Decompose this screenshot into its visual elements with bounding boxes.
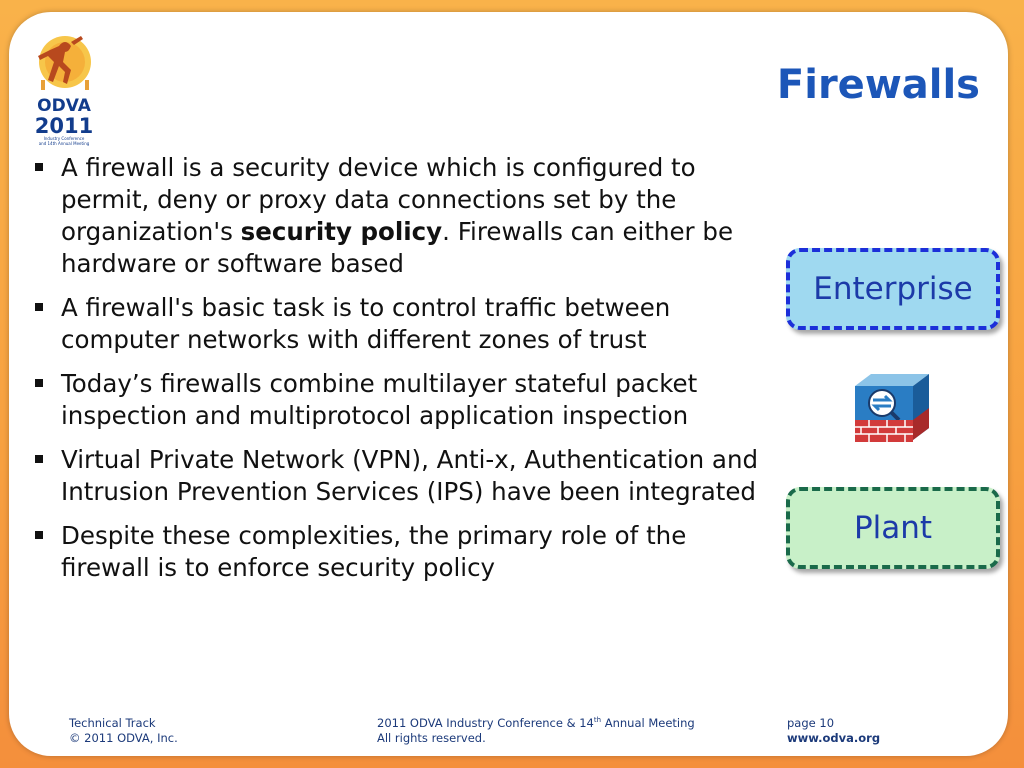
- footer-rights: All rights reserved.: [377, 731, 486, 745]
- logo-subtitle: Industry Conference and 14th Annual Meet…: [29, 136, 99, 146]
- footer-conference-tail: Annual Meeting: [601, 716, 695, 730]
- bullet-text: A firewall's basic task is to control tr…: [61, 293, 671, 354]
- logo-brand: ODVA: [37, 96, 91, 116]
- plant-zone-box: Plant: [786, 487, 1000, 569]
- footer-left: Technical Track © 2011 ODVA, Inc.: [69, 716, 178, 746]
- bullet-bold-text: security policy: [240, 217, 443, 246]
- bullet-square-icon: [35, 379, 43, 387]
- slide-canvas: ODVA 2011 Industry Conference and 14th A…: [9, 12, 1008, 756]
- footer-copyright: © 2011 ODVA, Inc.: [69, 731, 178, 745]
- bullet-list: A firewall is a security device which is…: [31, 152, 766, 596]
- bullet-text: Despite these complexities, the primary …: [61, 521, 687, 582]
- bullet-text: Virtual Private Network (VPN), Anti-x, A…: [61, 445, 759, 506]
- bullet-item: Despite these complexities, the primary …: [31, 520, 766, 584]
- footer-conference-text: 2011 ODVA Industry Conference & 14: [377, 716, 594, 730]
- odva-logo: ODVA 2011 Industry Conference and 14th A…: [29, 32, 99, 146]
- logo-year: 2011: [34, 114, 94, 138]
- bullet-square-icon: [35, 531, 43, 539]
- bullet-item: A firewall is a security device which is…: [31, 152, 766, 280]
- website-link[interactable]: www.odva.org: [787, 731, 881, 745]
- page-number: page 10: [787, 716, 835, 730]
- bullet-square-icon: [35, 455, 43, 463]
- firewall-icon: [855, 374, 929, 442]
- bullet-text-tail: . Firewalls can either be hardware or so…: [61, 217, 734, 278]
- footer-conference-sup: th: [593, 716, 602, 725]
- logo-subtitle-line1: Industry Conference: [43, 136, 85, 141]
- bullet-square-icon: [35, 303, 43, 311]
- enterprise-zone-box: Enterprise: [786, 248, 1000, 330]
- footer-track: Technical Track: [69, 716, 156, 730]
- footer-middle: 2011 ODVA Industry Conference & 14th Ann…: [377, 716, 695, 746]
- bullet-item: Virtual Private Network (VPN), Anti-x, A…: [31, 444, 766, 508]
- bullet-square-icon: [35, 163, 43, 171]
- bullet-text: A firewall is a security device which is…: [61, 153, 696, 246]
- footer-right: page 10 www.odva.org: [787, 716, 880, 746]
- bullet-item: A firewall's basic task is to control tr…: [31, 292, 766, 356]
- bullet-text: Today’s firewalls combine multilayer sta…: [61, 369, 698, 430]
- footer-conference: 2011 ODVA Industry Conference & 14th Ann…: [377, 716, 695, 731]
- bullet-item: Today’s firewalls combine multilayer sta…: [31, 368, 766, 432]
- kokopelli-sun-icon: [38, 36, 91, 90]
- logo-subtitle-line2: and 14th Annual Meeting: [38, 141, 90, 146]
- slide-title: Firewalls: [776, 62, 980, 108]
